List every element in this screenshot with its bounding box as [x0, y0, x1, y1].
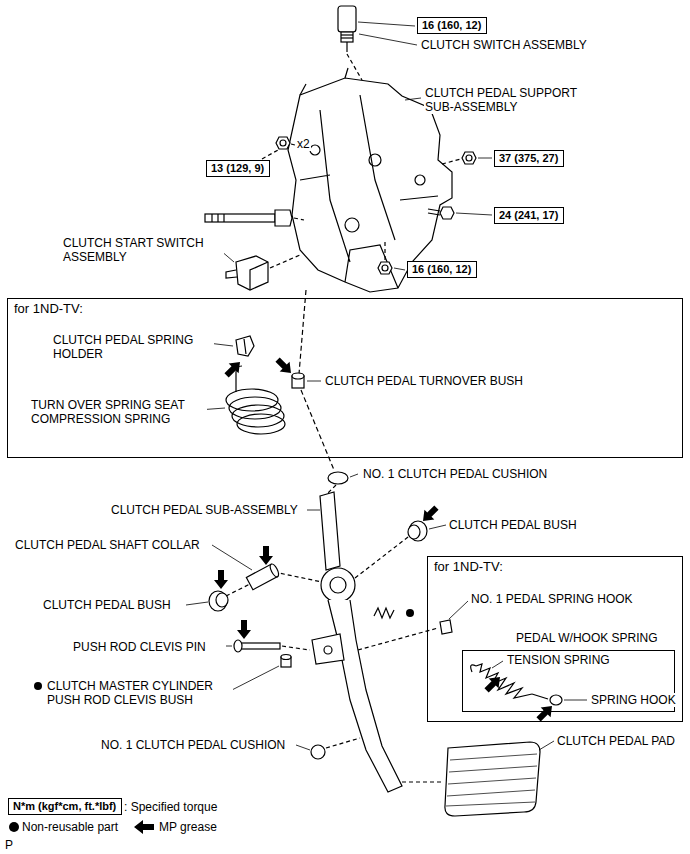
part-label: NO. 1 CLUTCH PEDAL CUSHION [362, 467, 548, 481]
frame-heading: PEDAL W/HOOK SPRING [515, 631, 659, 645]
torque-box: 37 (375, 27) [494, 150, 564, 167]
torque-value: 16 (160, 12) [412, 263, 472, 276]
part-label: CLUTCH PEDAL SUB-ASSEMBLY [110, 503, 299, 517]
legend-text: Non-reusable part [22, 820, 118, 834]
part-label: CLUTCH MASTER CYLINDER PUSH ROD CLEVIS B… [46, 679, 233, 707]
quantity-note: x2 [296, 137, 311, 151]
part-label: CLUTCH PEDAL SPRING HOLDER [52, 333, 214, 361]
legend-text: MP grease [159, 820, 217, 834]
frame-heading: for 1ND-TV: [14, 301, 676, 317]
part-label: TURN OVER SPRING SEAT COMPRESSION SPRING [30, 398, 207, 426]
torque-box: 16 (160, 12) [407, 261, 477, 278]
part-label: CLUTCH PEDAL PAD [556, 734, 676, 748]
torque-value: 24 (241, 17) [499, 209, 559, 222]
legend-text: : Specified torque [124, 800, 217, 814]
part-label: CLUTCH PEDAL BUSH [42, 598, 172, 612]
part-label: CLUTCH PEDAL SHAFT COLLAR [14, 538, 201, 552]
part-label: CLUTCH PEDAL BUSH [448, 518, 578, 532]
part-label: SPRING HOOK [590, 693, 677, 707]
part-label: PUSH ROD CLEVIS PIN [72, 640, 207, 654]
part-label: CLUTCH PEDAL SUPPORT SUB-ASSEMBLY [424, 86, 601, 114]
legend-torque-box: N*m (kgf*cm, ft.*lbf) [8, 798, 122, 815]
part-label: TENSION SPRING [506, 653, 611, 667]
frame-heading: for 1ND-TV: [434, 559, 676, 575]
part-label: NO. 1 CLUTCH PEDAL CUSHION [100, 738, 286, 752]
torque-value: 13 (129, 9) [211, 162, 265, 175]
torque-value: 37 (375, 27) [499, 152, 559, 165]
torque-box: 13 (129, 9) [206, 160, 270, 177]
part-label: CLUTCH SWITCH ASSEMBLY [420, 38, 588, 52]
torque-value: N*m (kgf*cm, ft.*lbf) [13, 800, 117, 813]
mp-grease-arrow [133, 820, 155, 834]
part-label: NO. 1 PEDAL SPRING HOOK [470, 592, 634, 606]
figure-code: P [4, 838, 14, 852]
torque-box: 16 (160, 12) [417, 17, 487, 34]
part-label: CLUTCH PEDAL TURNOVER BUSH [324, 374, 524, 388]
torque-value: 16 (160, 12) [422, 19, 482, 32]
torque-box: 24 (241, 17) [494, 207, 564, 224]
part-label: CLUTCH START SWITCH ASSEMBLY [62, 236, 224, 264]
